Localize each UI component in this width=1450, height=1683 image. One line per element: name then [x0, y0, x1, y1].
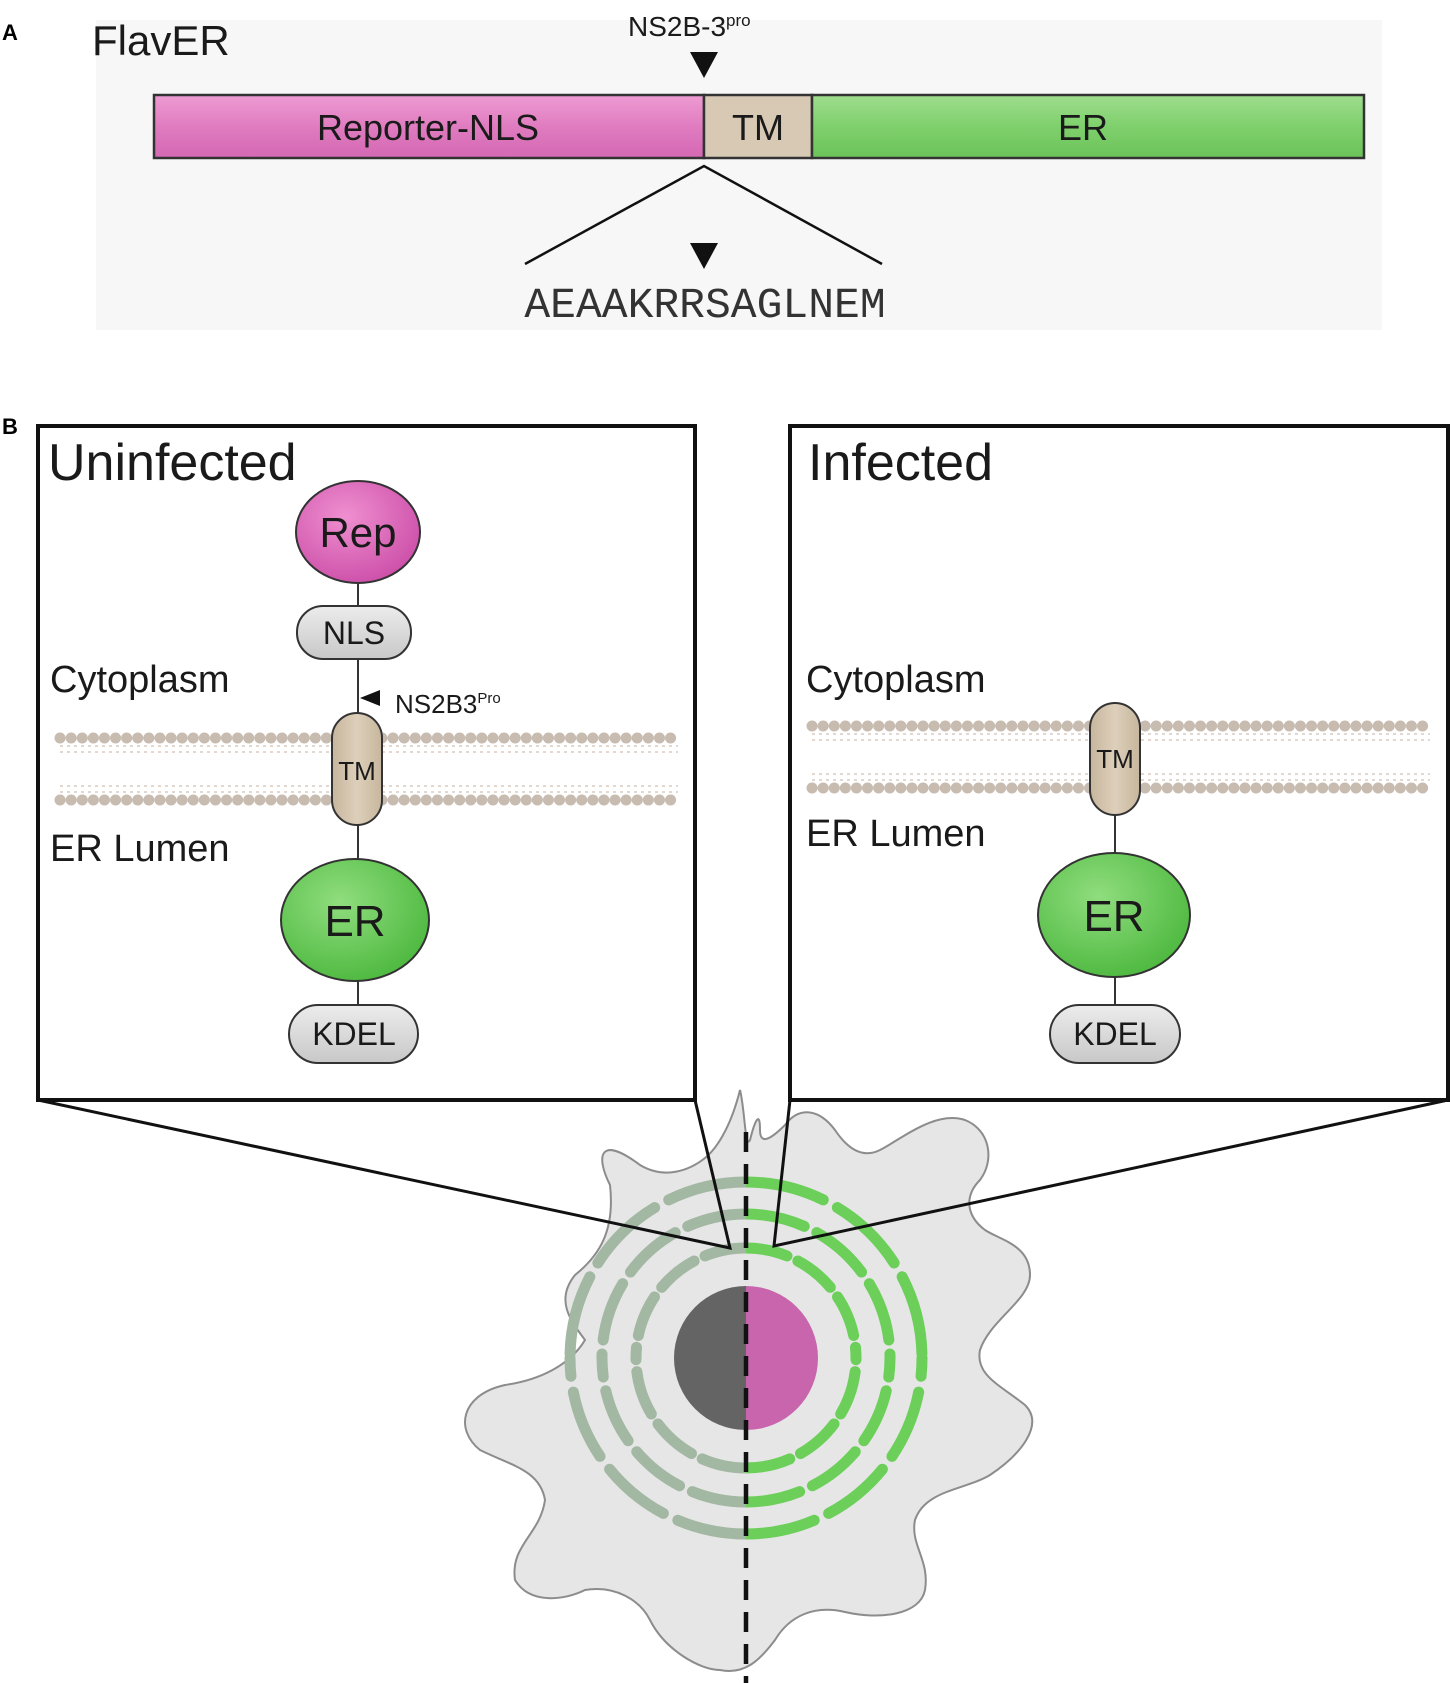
er-bubble-infected	[1037, 852, 1191, 978]
cleavage-site-arrow	[690, 52, 718, 78]
nucleus-uninfected	[674, 1286, 746, 1430]
tm-anchor-uninfected	[331, 712, 383, 826]
er-segment	[810, 93, 1366, 160]
nls-label: NLS	[323, 615, 385, 651]
cell	[464, 1089, 1034, 1683]
cytoplasm-label-infected: Cytoplasm	[806, 659, 986, 701]
uninfected-title: Uninfected	[48, 434, 297, 492]
er-label: ER	[1058, 107, 1108, 148]
sequence-zoom-lines	[524, 164, 883, 266]
er-label-uninfected: ER	[324, 897, 385, 946]
panel-a-background	[96, 20, 1382, 330]
er-lumen-label-uninfected: ER Lumen	[50, 828, 230, 870]
uninfected-panel: Uninfected Rep NLS Cytoplasm NS2B3Pro	[36, 424, 697, 1102]
reporter-nls-segment	[152, 93, 706, 160]
tm-label-infected: TM	[1096, 744, 1134, 774]
er-bubble-uninfected	[280, 858, 430, 982]
panel-a: A FlavER NS2B-3pro Reporter-NLS TM ER AE…	[2, 11, 1382, 330]
panel-b: B	[2, 414, 1450, 1683]
rep-bubble	[295, 480, 421, 584]
infected-title: Infected	[808, 434, 993, 492]
panel-b-letter: B	[2, 414, 18, 439]
kdel-label-uninfected: KDEL	[312, 1016, 396, 1052]
sequence-cleavage-arrow	[690, 243, 718, 269]
callout-lines-infected	[772, 1098, 1449, 1248]
panel-a-letter: A	[2, 20, 18, 45]
cleavage-sequence: AEAAKRRSAGLNEM	[524, 281, 885, 330]
kdel-label-infected: KDEL	[1073, 1016, 1157, 1052]
tm-label-uninfected: TM	[338, 756, 376, 786]
rep-label: Rep	[319, 509, 396, 556]
er-network-uninfected	[564, 1176, 746, 1540]
protease-label-uninfected: NS2B3Pro	[395, 689, 501, 719]
reporter-nls-label: Reporter-NLS	[317, 107, 539, 148]
er-lumen-label-infected: ER Lumen	[806, 813, 986, 855]
callout-lines-uninfected	[37, 1098, 733, 1250]
tm-anchor-infected	[1089, 702, 1141, 816]
tm-label: TM	[732, 107, 784, 148]
nls-pill	[296, 605, 412, 660]
nucleus-infected	[746, 1286, 818, 1430]
kdel-pill-uninfected	[288, 1004, 419, 1064]
infected-panel: Infected Cytoplasm TM ER Lumen ER KDEL	[788, 424, 1450, 1102]
kdel-pill-infected	[1049, 1004, 1181, 1064]
construct-name: FlavER	[92, 17, 230, 64]
cytoplasm-label-uninfected: Cytoplasm	[50, 659, 230, 701]
protease-label: NS2B-3pro	[628, 11, 751, 42]
protease-cleavage-arrow	[360, 690, 380, 706]
er-label-infected: ER	[1083, 892, 1144, 941]
